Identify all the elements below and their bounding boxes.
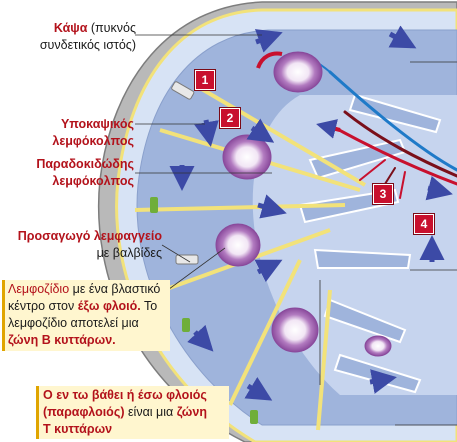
para-line-2a: (παραφλοιός): [43, 405, 125, 419]
efferent-lymph-vessel: [328, 70, 457, 172]
afferent-desc: με βαλβίδες: [96, 246, 162, 260]
trabeculae: [134, 86, 367, 431]
trabecular-line-2: λεμφόκολπος: [52, 174, 134, 188]
marker-4: 4: [414, 214, 434, 234]
vein-icon: [343, 110, 457, 178]
marker-3: 3: [373, 184, 393, 204]
para-line-1: Ο εν τω βάθει ή έσω φλοιός: [43, 388, 207, 402]
afferent-term: Προσαγωγό λεμφαγγείο: [17, 229, 162, 243]
red-flow-arrow: [316, 119, 341, 139]
note-paracortex: Ο εν τω βάθει ή έσω φλοιός (παραφλοιός) …: [36, 386, 229, 439]
para-line-3: Τ κυττάρων: [43, 422, 113, 436]
capsule-vessel-stubs: [150, 197, 258, 424]
follicle-text-7: Β κυττάρων.: [41, 333, 116, 347]
trabecular-line-1: Παραδοκιδώδης: [36, 157, 134, 171]
label-capsule: Κάψα (πυκνός συνδετικός ιστός): [26, 20, 136, 54]
follicle-text-2: κέντρο στον: [8, 299, 75, 313]
red-curved-arrow: [256, 51, 283, 69]
label-afferent-vessel: Προσαγωγό λεμφαγγείο με βαλβίδες: [6, 228, 162, 262]
afferent-lymph-vessels: [171, 81, 199, 265]
follicle-text-3: έξω φλοιό.: [77, 299, 141, 313]
label-trabecular-sinus: Παραδοκιδώδης λεμφόκολπος: [26, 156, 134, 190]
note-follicle: Λεμφοζίδιο με ένα βλαστικό κέντρο στον έ…: [2, 280, 170, 351]
para-line-2c: ζώνη: [176, 405, 207, 419]
follicle-text-4: Το: [144, 299, 158, 313]
subcapsular-line-1: Υποκαψικός: [60, 117, 134, 131]
marker-2: 2: [220, 108, 240, 128]
marker-1: 1: [195, 70, 215, 90]
label-subcapsular-sinus: Υποκαψικός λεμφόκολπος: [26, 116, 134, 150]
leader-lines: [135, 34, 457, 426]
valve-icon: [171, 81, 195, 100]
para-line-2b: είναι μια: [127, 405, 174, 419]
follicle-text-6: ζώνη: [8, 333, 39, 347]
lymphoid-follicles: [215, 51, 392, 357]
capsule-term: Κάψα: [53, 21, 88, 35]
follicle-text-5: λεμφοζίδιο αποτελεί μια: [8, 316, 139, 330]
subcapsular-line-2: λεμφόκολπος: [52, 134, 134, 148]
flow-arrow-icon: [169, 25, 453, 401]
capsule-desc-2: συνδετικός ιστός): [39, 38, 136, 52]
follicle-term: Λεμφοζίδιο: [8, 282, 70, 296]
capsule-desc-1: (πυκνός: [90, 21, 136, 35]
follicle-text-1: με ένα βλαστικό: [72, 282, 161, 296]
